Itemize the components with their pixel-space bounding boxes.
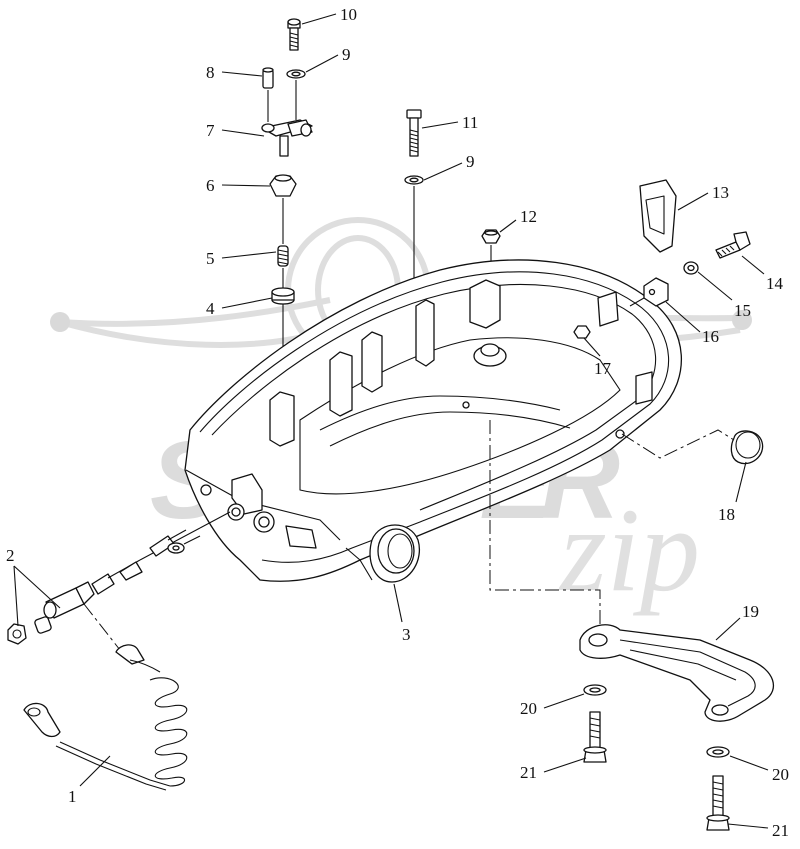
callout-20-left: 20	[520, 699, 537, 718]
callout-labels: 1 2 3 4 5 6 7 8 9 9 10 11 12 13 14 15 16…	[6, 5, 789, 840]
part-18-plug	[730, 430, 764, 465]
part-8-bushing	[262, 67, 274, 89]
part-13-clip	[639, 179, 677, 253]
callout-1: 1	[68, 787, 77, 806]
callout-4: 4	[206, 299, 215, 318]
callout-6: 6	[206, 176, 215, 195]
part-10-screw	[287, 18, 301, 51]
callout-10: 10	[340, 5, 357, 24]
part-3-lower-cowling	[184, 259, 682, 583]
part-11-bolt	[406, 109, 422, 157]
callout-11: 11	[462, 113, 478, 132]
part-12-nut	[481, 229, 501, 244]
part-17-nut	[573, 325, 591, 339]
callout-19: 19	[742, 602, 759, 621]
part-14-screw	[715, 231, 751, 259]
part-19-bracket	[579, 624, 774, 722]
part-9-washer-lower	[404, 175, 424, 185]
part-20-washer-left	[583, 684, 607, 696]
callout-12: 12	[520, 207, 537, 226]
part-9-washer-upper	[286, 69, 306, 79]
callout-17: 17	[594, 359, 612, 378]
callout-15: 15	[734, 301, 751, 320]
callout-18: 18	[718, 505, 735, 524]
callout-13: 13	[712, 183, 729, 202]
part-15-washer	[683, 261, 699, 275]
callout-8: 8	[206, 63, 215, 82]
leader-lines	[13, 13, 769, 829]
callout-21-left: 21	[520, 763, 537, 782]
part-2-stop-switch	[7, 511, 231, 651]
part-6-nut	[269, 174, 297, 197]
part-21-bolt-left	[583, 711, 607, 763]
callout-20-right: 20	[772, 765, 789, 784]
callout-5: 5	[206, 249, 215, 268]
part-21-bolt-right	[706, 775, 730, 831]
callout-21-right: 21	[772, 821, 789, 840]
part-1-lanyard	[23, 644, 188, 791]
part-7-tee-fitting	[261, 119, 313, 157]
part-5-spring	[277, 245, 289, 267]
callout-9-lower: 9	[466, 152, 475, 171]
part-4-grommet	[271, 287, 295, 305]
callout-14: 14	[766, 274, 784, 293]
callout-2: 2	[6, 546, 15, 565]
callout-3: 3	[402, 625, 411, 644]
part-16-bracket	[629, 277, 669, 307]
watermark-script: zip	[558, 483, 700, 616]
callout-16: 16	[702, 327, 719, 346]
callout-9-upper: 9	[342, 45, 351, 64]
part-20-washer-right	[706, 746, 730, 758]
callout-7: 7	[206, 121, 215, 140]
